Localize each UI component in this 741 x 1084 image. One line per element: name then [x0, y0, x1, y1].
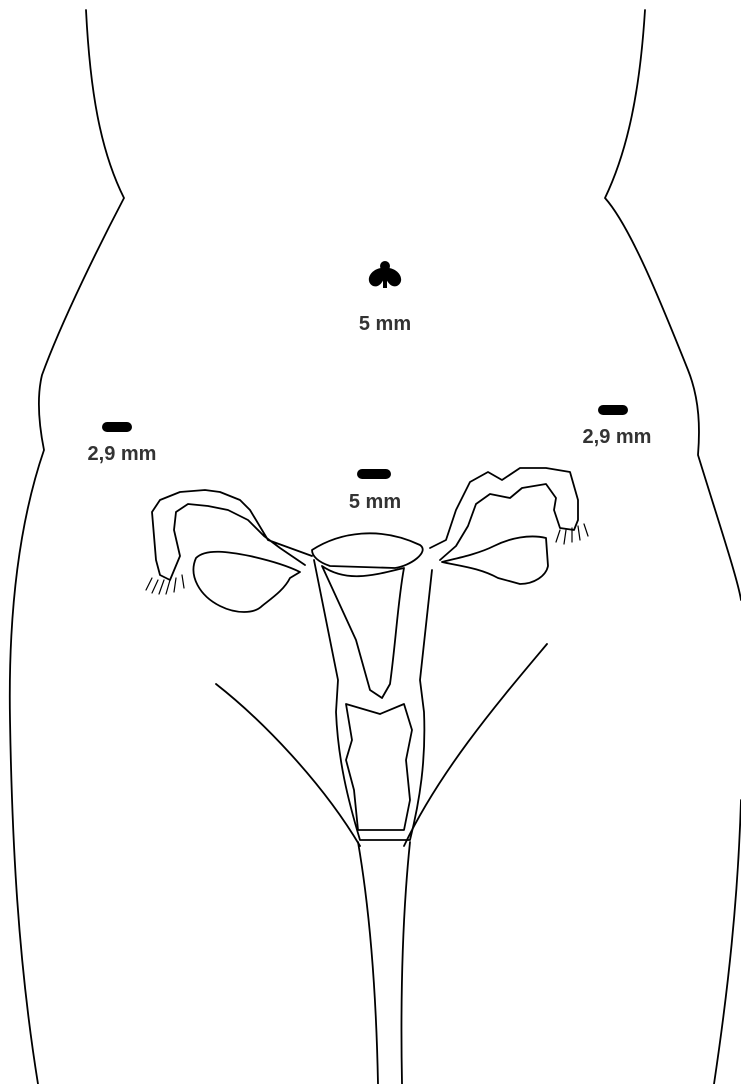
- left-groin-line: [216, 684, 360, 846]
- torso-left-contour: [10, 10, 124, 1084]
- left-inner-thigh: [358, 842, 378, 1084]
- right-lateral-port-icon: [102, 422, 132, 432]
- torso-outline: [10, 10, 741, 1084]
- right-groin-line: [404, 644, 547, 846]
- left-lateral-port: 2,9 mm: [583, 405, 652, 448]
- umbilical-port: 5 mm: [359, 261, 411, 335]
- suprapubic-port: 5 mm: [349, 469, 401, 513]
- left-lateral-port-label: 2,9 mm: [583, 426, 652, 448]
- right-fimbriae: [556, 524, 588, 544]
- uterus-anatomy: [146, 468, 588, 840]
- right-fallopian-tube: [430, 468, 578, 560]
- left-ovary: [193, 552, 300, 612]
- uterine-body: [314, 560, 432, 840]
- right-lateral-port: 2,9 mm: [88, 422, 157, 465]
- suprapubic-port-label: 5 mm: [349, 491, 401, 513]
- right-inner-thigh: [401, 842, 410, 1084]
- umbilical-port-icon: [369, 261, 401, 288]
- uterine-fundus: [312, 533, 423, 568]
- umbilical-port-label: 5 mm: [359, 313, 411, 335]
- right-lateral-port-label: 2,9 mm: [88, 443, 157, 465]
- cervix-canal: [346, 704, 412, 830]
- suprapubic-port-icon: [357, 469, 391, 479]
- torso-right-contour: [605, 10, 741, 600]
- left-lateral-port-icon: [598, 405, 628, 415]
- torso-right-lower-contour: [714, 800, 741, 1084]
- uterine-cavity: [322, 566, 404, 698]
